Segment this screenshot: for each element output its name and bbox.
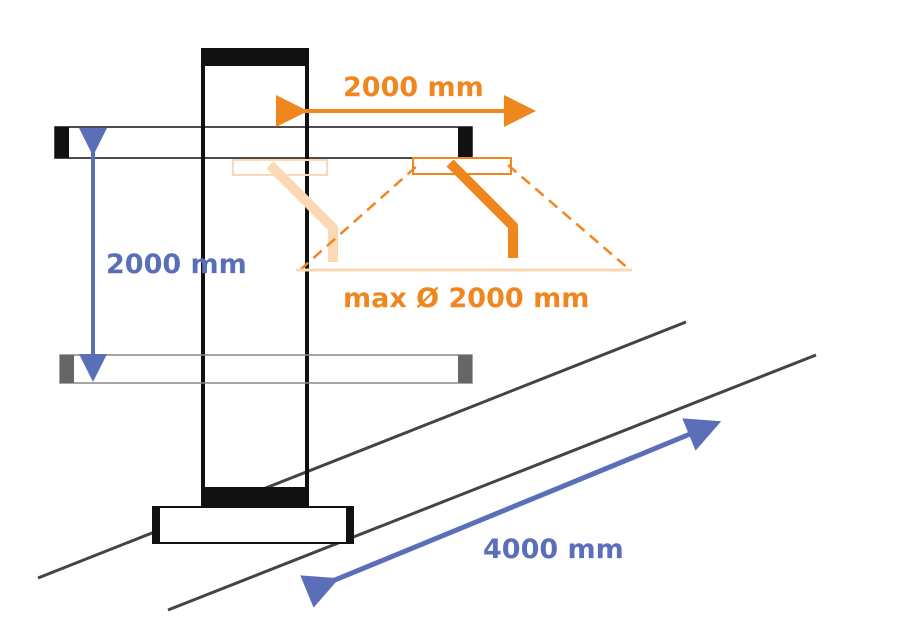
hoist-arm-light [266,161,338,262]
track-line-lower [167,353,817,612]
lower-arm-cap-right [458,355,472,383]
vertical-span-label: 2000 mm [106,249,247,280]
column-top-cap [201,48,309,66]
hoist-arm [446,159,518,258]
upper-arm-cap-left [55,127,69,158]
column-bottom-cap [201,487,309,505]
swing-dash-right [507,164,631,271]
base-plate [152,506,354,544]
swing-dash-left [299,164,419,271]
base-plate-cap-right [346,507,353,543]
base-plate-cap-left [153,507,160,543]
track-length-arrow [300,418,722,608]
track-length-label: 4000 mm [483,534,624,565]
upper-arm [54,126,473,159]
upper-arm-cap-right [458,127,472,158]
top-span-label: 2000 mm [343,72,484,103]
swing-diameter-label: max Ø 2000 mm [343,283,589,314]
lower-arm-cap-left [60,355,74,383]
lower-arm [59,354,473,384]
